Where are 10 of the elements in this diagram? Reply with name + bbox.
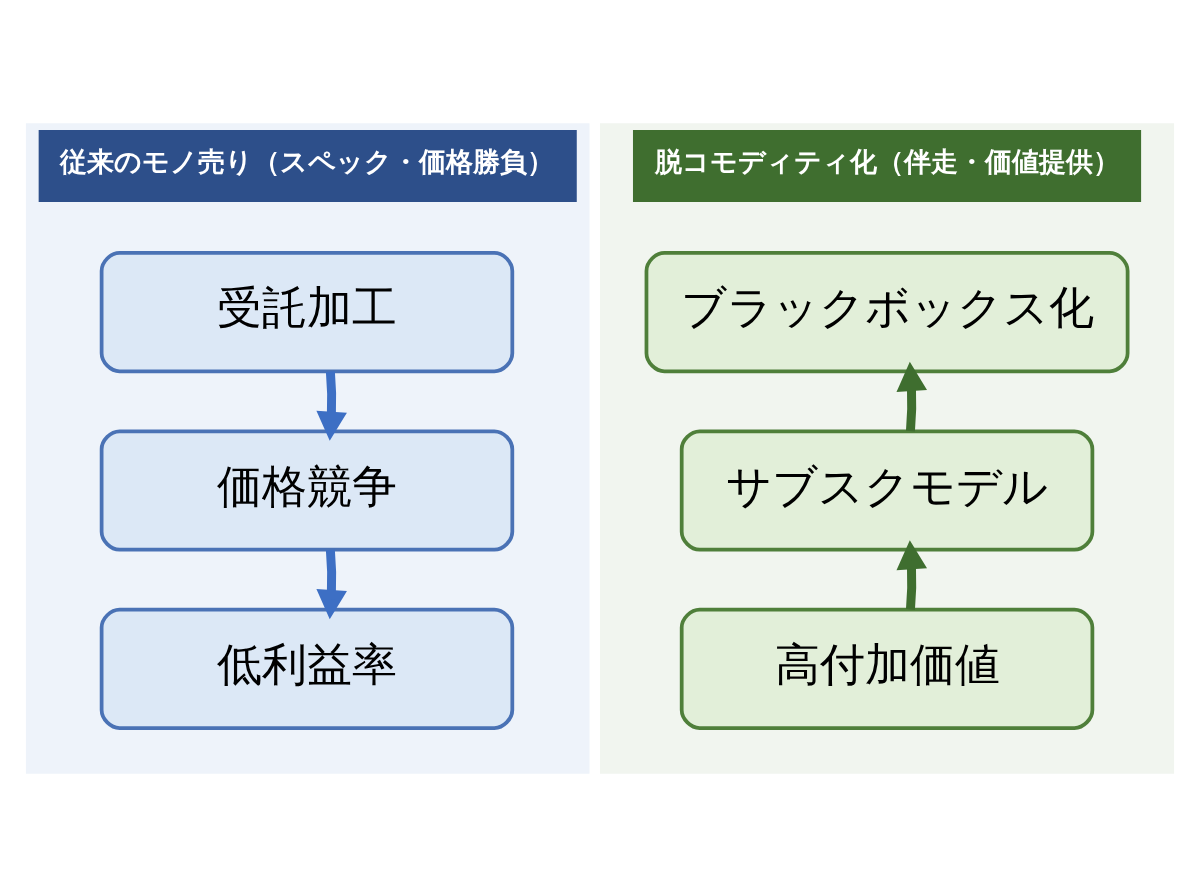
node-box: サブスクモデル [679,428,1095,552]
node-box: ブラックボックス化 [644,250,1130,373]
node-box: 高付加価値 [679,607,1095,730]
arrow [316,549,347,619]
arrow [896,539,927,610]
arrow [896,361,927,432]
arrow [316,370,347,441]
node-box: 受託加工 [99,250,515,373]
node-box: 低利益率 [99,607,515,730]
node-box: 価格競争 [99,428,515,552]
